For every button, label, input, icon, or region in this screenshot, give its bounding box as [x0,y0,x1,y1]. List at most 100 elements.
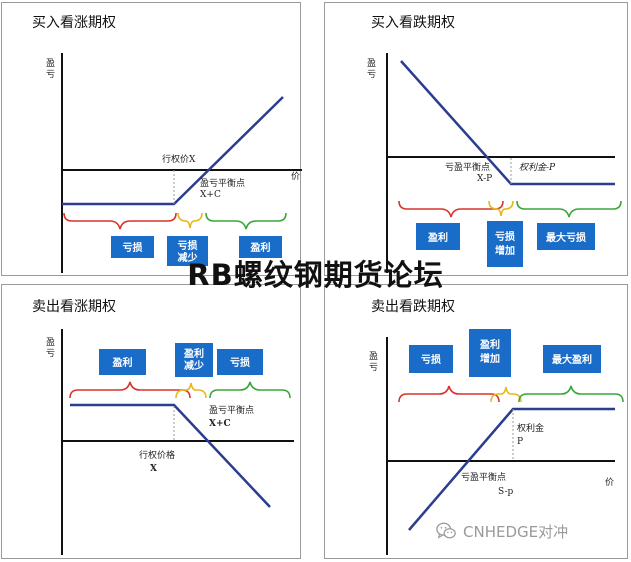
payoff-line [62,96,284,206]
axis-label: 盈亏 [46,337,55,359]
axis-label: 盈亏 [46,58,55,80]
region-box-max-profit: 最大盈利 [543,345,601,373]
region-label-2: 增加 [480,352,500,365]
breakeven-formula: X-P [477,174,492,184]
region-box-profit: 盈利 [99,349,146,375]
axis-end-mark: 价 [605,477,614,488]
brand-signature: CNHEDGE对冲 [435,518,625,544]
region-box-loss-increase: 亏损增加 [487,221,523,267]
box-bg [487,221,523,267]
axis-label-2: 亏 [367,69,376,80]
axis-label-1: 盈 [369,351,378,362]
short-put-diagram: 卖出看跌期权 盈亏 价 权利金 P 亏盈平衡点 S-p 亏损 盈利增加 最大盈利 [369,299,624,555]
axis-end-mark: 价 [291,171,300,182]
max-profit-brace [518,385,624,403]
region-label: 最大亏损 [546,231,586,244]
box-bg [543,345,601,373]
panel-title: 买入看涨期权 [32,15,116,31]
axis-label-2: 亏 [369,362,378,373]
region-label: 盈利增加 [479,338,500,365]
region-label: 亏损 [421,353,441,366]
box-bg [217,349,263,375]
region-box-profit-reduce: 盈利减少 [175,343,213,377]
region-label-1: 亏损 [495,230,515,243]
region-label: 亏损 [230,356,250,369]
breakeven-label: 盈亏平衡点 [200,177,245,189]
profit-reduce-brace [175,382,207,399]
loss-increase-brace [488,200,514,217]
premium-label: 权利金-P [519,162,556,173]
brand-label: CNHEDGE对冲 [463,522,569,541]
profit-increase-brace [490,386,522,403]
region-label-2: 减少 [178,251,198,264]
payoff-line [400,60,615,186]
breakeven-formula: S-p [498,487,514,497]
short-put-panel: 卖出看跌期权 盈亏 价 权利金 P 亏盈平衡点 S-p 亏损 盈利增加 最大盈利 [324,284,628,559]
region-label: 最大盈利 [552,353,592,366]
breakeven-formula: X+C [209,419,231,429]
box-bg [175,343,213,377]
region-label-2: 增加 [495,244,515,257]
region-label-1: 亏损 [178,239,198,252]
box-bg [416,223,460,250]
region-label: 盈利 [112,356,133,369]
region-box-loss-reduce: 亏损减少 [167,236,208,266]
region-box-loss: 亏损 [217,349,263,375]
profit-brace [69,381,191,399]
strike-label: 行权价X [162,153,196,165]
breakeven-label: 亏盈平衡点 [461,471,506,483]
region-label: 亏损 [123,241,143,254]
wechat-icon [436,522,456,539]
breakeven-label: 亏盈平衡点 [445,161,490,173]
region-label: 盈利 [250,241,271,254]
premium-label: 权利金 [517,422,544,434]
axis-label: 盈亏 [369,351,378,373]
long-call-diagram: 买入看涨期权 盈亏 价 行权价X 盈亏平衡点 X+C 亏损 亏损减少 盈利 [32,15,302,273]
axis-label-1: 盈 [367,58,376,69]
payoff-line [408,407,615,531]
region-box-profit-increase: 盈利增加 [469,329,511,377]
region-label-2: 减少 [184,359,204,372]
loss-brace [209,381,291,399]
premium-symbol: P [517,437,523,447]
region-box-max-loss: 最大亏损 [537,223,595,250]
long-put-diagram: 买入看跌期权 盈亏 亏盈平衡点 X-P 权利金-P 盈利 亏损增加 最大亏损 [367,15,622,273]
loss-brace [398,385,500,403]
region-label: 盈利减少 [183,347,204,372]
panel-title: 卖出看涨期权 [32,299,116,315]
strike-label: 行权价格 [139,449,175,461]
axis-label: 盈亏 [367,58,376,80]
box-bg [167,236,208,266]
axis-label-1: 盈 [46,58,55,69]
loss-reduce-brace [177,212,203,229]
long-call-panel: 买入看涨期权 盈亏 价 行权价X 盈亏平衡点 X+C 亏损 亏损减少 盈利 [1,2,302,276]
box-bg [409,345,453,373]
short-call-panel: 卖出看涨期权 盈亏 行权价格 X 盈亏平衡点 X+C 盈利 盈利减少 亏损 [1,284,301,559]
axis-label-2: 亏 [46,69,55,80]
box-bg [469,329,511,377]
axis-label-1: 盈 [46,337,55,348]
panel-title: 卖出看跌期权 [371,299,455,315]
region-box-loss: 亏损 [409,345,453,373]
panel-title: 买入看跌期权 [371,15,455,31]
box-bg [537,223,595,250]
region-box-profit: 盈利 [239,236,282,258]
profit-brace [398,200,504,218]
region-label: 亏损减少 [178,239,198,264]
profit-brace [205,212,287,230]
box-bg [239,236,282,258]
region-label-1: 盈利 [479,338,500,351]
region-box-profit: 盈利 [416,223,460,250]
long-put-panel: 买入看跌期权 盈亏 亏盈平衡点 X-P 权利金-P 盈利 亏损增加 最大亏损 [324,2,628,276]
loss-brace [63,212,177,230]
region-box-loss: 亏损 [111,236,154,258]
region-label-1: 盈利 [183,347,204,360]
axis-label-2: 亏 [46,348,55,359]
strike-symbol: X [150,464,157,474]
box-bg [111,236,154,258]
breakeven-label: 盈亏平衡点 [209,404,254,416]
short-call-diagram: 卖出看涨期权 盈亏 行权价格 X 盈亏平衡点 X+C 盈利 盈利减少 亏损 [32,299,294,555]
payoff-line [70,403,271,508]
max-loss-brace [516,200,622,218]
region-label: 亏损增加 [495,230,515,257]
